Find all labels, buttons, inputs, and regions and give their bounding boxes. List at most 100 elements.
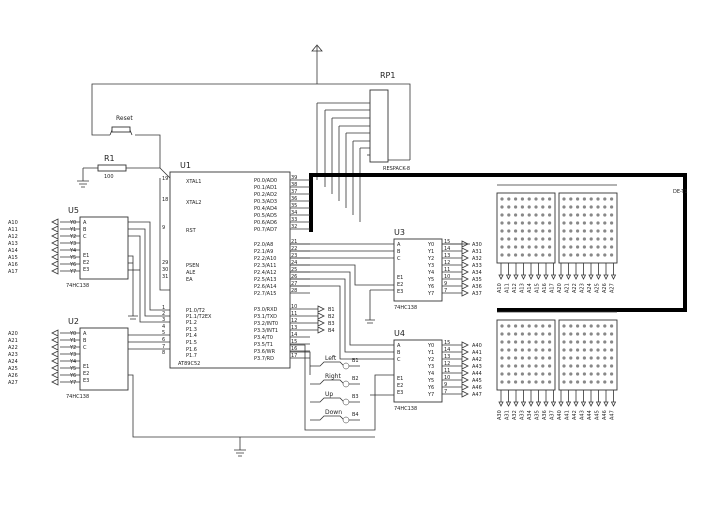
u1-pin-num: 19 (162, 176, 168, 182)
decoder-net: A20 (8, 331, 18, 337)
matrix-net: A27 (610, 283, 616, 293)
decoder-output: Y5 (427, 277, 434, 283)
decoder-out-pin: 11 (444, 368, 450, 374)
decoder-part: 74HC138 (394, 406, 417, 412)
u1-pin-num: 24 (291, 260, 297, 266)
button-net: B4 (352, 412, 359, 418)
decoder-net: A41 (472, 350, 482, 356)
u1-pin-num: 39 (291, 175, 297, 181)
matrix-net: A45 (595, 410, 601, 420)
matrix-net: A30 (497, 410, 503, 420)
u1-pin-num: 34 (291, 210, 297, 216)
decoder-out-pin: 10 (444, 375, 450, 381)
decoder-input: C (397, 357, 401, 363)
u1-pin-name: P2.6/A14 (254, 284, 276, 290)
decoder-input: B (83, 227, 87, 233)
decoder-input: A (397, 242, 401, 248)
u1-pin-name: P1.1/T2EX (186, 314, 212, 320)
decoder-enable: E2 (397, 282, 403, 288)
u1-pin-num: 38 (291, 182, 297, 188)
u1-pin-num: 22 (291, 246, 297, 252)
decoder-net: A32 (472, 256, 482, 262)
matrix-net: A33 (520, 410, 526, 420)
decoder-input: A (83, 220, 87, 226)
u1-pin-name: P0.3/AD3 (254, 199, 277, 205)
u1-pin-num: 18 (162, 197, 168, 203)
net-flag: B3 (328, 321, 335, 327)
decoder-enable: E2 (83, 371, 89, 377)
decoder-output: Y7 (69, 269, 76, 275)
button-down[interactable]: Down B4 (310, 409, 360, 424)
decoder-net: A21 (8, 338, 18, 344)
matrix-net: A20 (557, 283, 563, 293)
decoder-net: A31 (472, 249, 482, 255)
matrix-net: A15 (535, 283, 541, 293)
matrix-net: A31 (505, 410, 511, 420)
u1-pin-name: P2.5/A13 (254, 277, 276, 283)
reset-label: Reset (116, 115, 133, 122)
button-label: Right (325, 373, 341, 380)
decoder-output: Y2 (69, 345, 76, 351)
matrix-net: A25 (595, 283, 601, 293)
reset-button[interactable] (109, 126, 133, 136)
u1-ref: U1 (180, 161, 191, 170)
rp1-ref: RP1 (380, 71, 395, 80)
u1-pin-name: P3.1/TXD (254, 314, 277, 320)
decoder-out-pin: 7 (444, 288, 447, 294)
decoder-output: Y2 (69, 234, 76, 240)
net-flag: B1 (328, 307, 335, 313)
u1-pin-num: 30 (162, 267, 168, 273)
resistor-pack-rp1: RP1 RESPACK-8 (369, 71, 410, 172)
matrix-net: A24 (587, 283, 593, 293)
r1-ref: R1 (104, 154, 115, 163)
u1-pin-name: P2.1/A9 (254, 249, 273, 255)
u1-pin-name: P3.7/RD (254, 356, 274, 362)
decoder-output: Y6 (69, 373, 76, 379)
decoder-net: A42 (472, 357, 482, 363)
decoder-output: Y7 (427, 392, 434, 398)
decoder-net: A33 (472, 263, 482, 269)
u1-pin-name: P3.5/T1 (254, 342, 273, 348)
decoder-net: A24 (8, 359, 18, 365)
decoder-net: A36 (472, 284, 482, 290)
decoder-output: Y6 (427, 385, 434, 391)
matrix-net: A21 (565, 283, 571, 293)
u1-pin-num: 9 (162, 225, 165, 231)
decoder-net: A11 (8, 227, 18, 233)
u1-part: AT89C52 (178, 361, 200, 367)
matrix-net: A11 (505, 283, 511, 293)
decoder-enable: E2 (83, 260, 89, 266)
decoder-net: A40 (472, 343, 482, 349)
decoder-output: Y0 (427, 343, 434, 349)
net-flag: B4 (328, 328, 335, 334)
decoder-enable: E3 (397, 390, 403, 396)
decoder-enable: E1 (83, 364, 89, 370)
matrix-net: A47 (610, 410, 616, 420)
decoder-input: A (397, 343, 401, 349)
decoder-output: Y4 (427, 371, 434, 377)
matrix-net: A12 (512, 283, 518, 293)
matrix-net: A22 (572, 283, 578, 293)
u1-pin-name: P3.6/WR (254, 349, 276, 355)
u1-pin-name: P3.4/T0 (254, 335, 273, 341)
u1-pin-num: 4 (162, 324, 165, 330)
u1-pin-num: 12 (291, 318, 297, 324)
matrix-net: A17 (550, 283, 556, 293)
u1-pin-num: 10 (291, 304, 297, 310)
u1-pin-name: P1.4 (186, 333, 197, 339)
decoder-net: A13 (8, 241, 18, 247)
decoder-output: Y1 (427, 249, 434, 255)
button-label: Down (325, 409, 342, 416)
decoder-net: A45 (472, 378, 482, 384)
decoder-ref: U4 (394, 329, 405, 338)
u1-pin-name: P2.2/A10 (254, 256, 276, 262)
u1-pin-name: P2.7/A15 (254, 291, 276, 297)
u1-pin-name: P2.3/A11 (254, 263, 276, 269)
